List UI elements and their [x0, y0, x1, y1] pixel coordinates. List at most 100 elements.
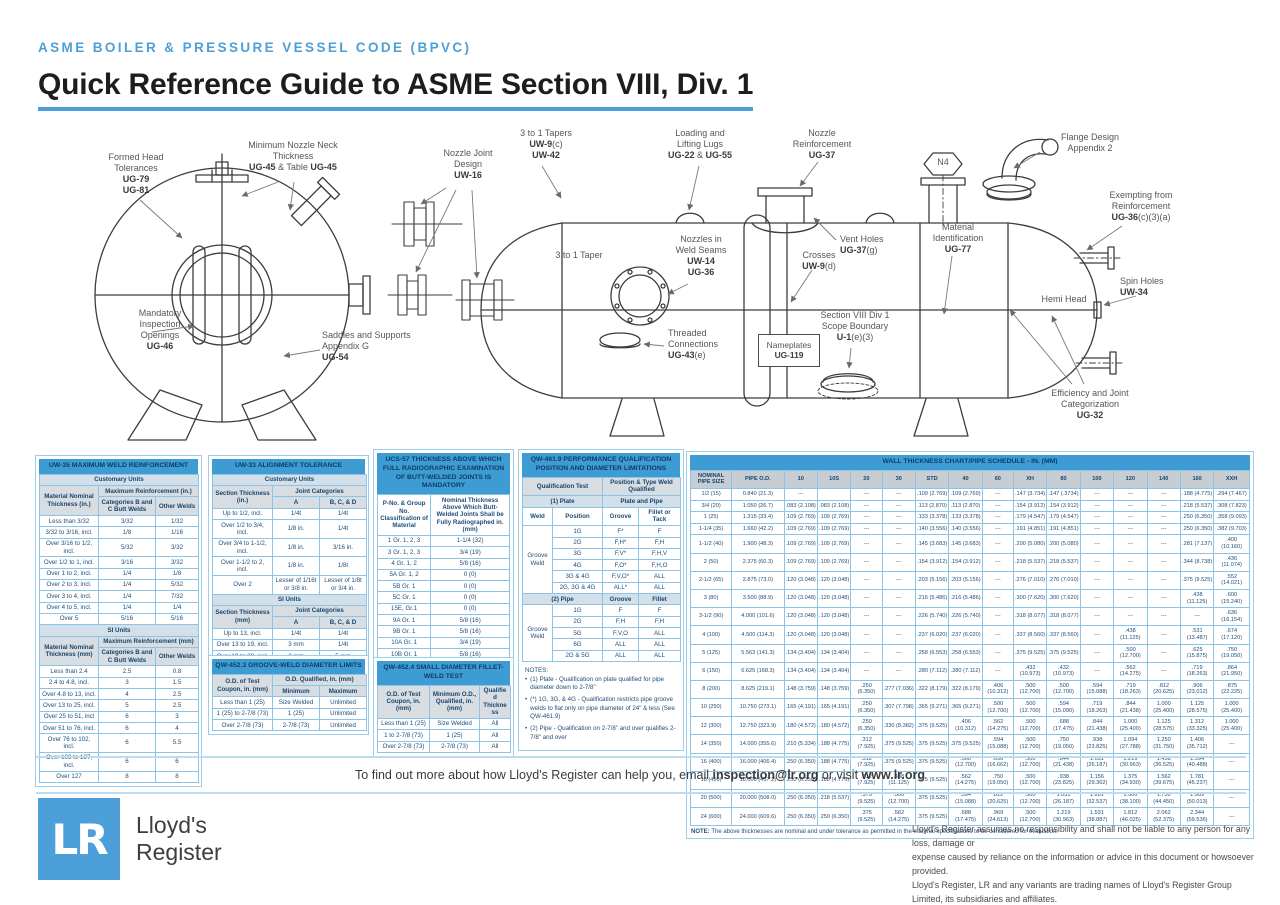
table-header-cell: Minimum	[272, 685, 320, 698]
table-cell: 3/32 to 3/16, incl.	[39, 526, 99, 539]
table-cell: Lesser of 1/16t or 3/8 in.	[272, 574, 320, 595]
text-segment: Loading and	[675, 128, 725, 138]
table-cell: .438 (11.125)	[1113, 625, 1148, 645]
table-cell: Plate and Pipe	[602, 495, 681, 508]
table-cell: .318 (8.077)	[1046, 607, 1081, 627]
table-cell: ---	[1079, 488, 1115, 501]
table-cell: ---	[1113, 488, 1148, 501]
table-cell: .594 (15.088)	[981, 734, 1014, 754]
table-cell: All	[479, 729, 511, 742]
table-cell: .188 (4.775)	[1179, 488, 1215, 501]
table-qw4524-title: QW-452.4 SMALL DIAMETER FILLET-WELD TEST	[377, 661, 510, 685]
table-cell: ---	[1079, 511, 1115, 524]
table-cell: .218 (5.537)	[1179, 499, 1215, 513]
table-cell: 1.000 (25.400)	[1213, 716, 1250, 736]
text-segment: UG-46	[146, 340, 174, 351]
table-cell: .375 (9.525)	[881, 734, 916, 754]
table-cell: 8	[155, 770, 199, 783]
table-cell: F,V*	[602, 547, 639, 561]
table-cell: .500 (12.700)	[981, 698, 1014, 718]
table-cell: ---	[981, 552, 1014, 572]
text-segment: UG-37	[840, 244, 867, 255]
table-cell: 5C Gr. 1	[376, 591, 432, 604]
table-cell: Groove Weld	[522, 525, 553, 595]
table-cell: Less than 1 (25)	[212, 696, 273, 709]
table-header-cell: A	[272, 616, 320, 629]
table-cell: 1/4t	[272, 507, 320, 521]
table-cell: Over 2	[212, 574, 273, 595]
table-cell: F,H*	[602, 536, 639, 549]
table-cell: 9A Gr. 1	[376, 614, 432, 627]
table-cell: .375 (9.525)	[850, 807, 883, 827]
label-line: UW-9(c)	[498, 139, 594, 150]
table-cell: 1/4	[98, 601, 156, 614]
label-line: UG-119	[761, 350, 817, 360]
table-cell: .719 (18.263)	[1079, 698, 1115, 718]
table-cell: ---	[1079, 625, 1115, 645]
table-cell: ALL	[638, 649, 681, 662]
text-segment: Reinforcement	[1111, 200, 1171, 211]
lr-monogram-icon: LR	[38, 798, 120, 880]
table-cell: .140 (3.556)	[914, 522, 950, 536]
table-cell: 1.312 (33.325)	[1179, 716, 1215, 736]
table-row: O.D. of Test Coupon, in. (mm)Minimum O.D…	[377, 684, 511, 719]
table-header-cell: O.D. of Test Coupon, in. (mm)	[377, 684, 430, 719]
table-cell: .280 (7.112)	[948, 661, 983, 681]
table-cell: .154 (3.912)	[1012, 499, 1048, 513]
lr-wordmark-line1: Lloyd's	[136, 811, 207, 838]
table-cell: .358 (9.093)	[1213, 511, 1250, 524]
table-cell: .148 (3.759)	[816, 679, 852, 700]
table-cell: 12 (300)	[689, 716, 733, 736]
table-cell: ---	[1146, 607, 1181, 627]
label-line: UW-14	[658, 256, 744, 267]
table-cell: .140 (3.556)	[948, 522, 983, 536]
table-cell: .674 (17.120)	[1213, 625, 1250, 645]
text-segment: Appendix 2	[1067, 142, 1113, 153]
table-cell: Over 4 to 5, incl.	[39, 601, 99, 614]
table-cell: ---	[850, 534, 883, 554]
table-cell: .322 (8.179)	[914, 679, 950, 700]
table-cell: 5/16	[155, 612, 199, 626]
bullet-icon: •	[525, 695, 528, 703]
table-row: Section Thickness (mm)Joint Categories	[212, 604, 367, 629]
table-cell: 1.900 (48.3)	[731, 534, 785, 554]
table-cell: 3.500 (88.9)	[731, 588, 785, 609]
table-cell: 1/8	[155, 567, 199, 580]
table-cell: ALL	[638, 638, 681, 651]
table-header-cell: Other Welds	[155, 496, 199, 517]
leader-arrows	[139, 151, 1137, 385]
table-qw4523-title: QW-452.3 GROOVE-WELD DIAMETER LIMITS	[212, 659, 365, 674]
table-cell: .165 (4.191)	[816, 698, 852, 718]
table-cell: 2.5	[155, 699, 199, 712]
table-cell: .200 (5.080)	[1046, 534, 1081, 554]
label-line: Categorization	[1030, 399, 1150, 410]
table-cell: Over 2 to 3, incl.	[39, 578, 99, 592]
table-cell: .191 (4.851)	[1046, 522, 1081, 536]
table-cell: .216 (5.486)	[948, 588, 983, 609]
table-cell: .375 (9.525)	[1046, 643, 1081, 663]
label-line: Reinforcement	[1082, 201, 1200, 212]
table-cell: 4 Gr. 1, 2	[376, 557, 432, 570]
table-cell: .938 (23.825)	[1079, 734, 1115, 754]
table-cell: .375 (9.525)	[948, 734, 983, 754]
table-cell: 2-7/8 (73)	[272, 719, 320, 732]
table-cell: .165 (4.191)	[783, 698, 818, 718]
table-cell: Over 2-7/8 (73)	[212, 719, 273, 732]
notes-title: NOTES:	[525, 666, 549, 674]
table-qw4523: QW-452.3 GROOVE-WELD DIAMETER LIMITS O.D…	[208, 655, 369, 736]
text-segment: UG-32	[1076, 409, 1104, 420]
table-cell: P-No. & Group No. Classification of Mate…	[376, 494, 432, 536]
table-cell: 1.000 (25.400)	[1113, 716, 1148, 736]
table-cell: .109 (2.769)	[948, 488, 983, 501]
table-cell: ---	[1146, 588, 1181, 609]
table-cell: ---	[783, 488, 818, 501]
